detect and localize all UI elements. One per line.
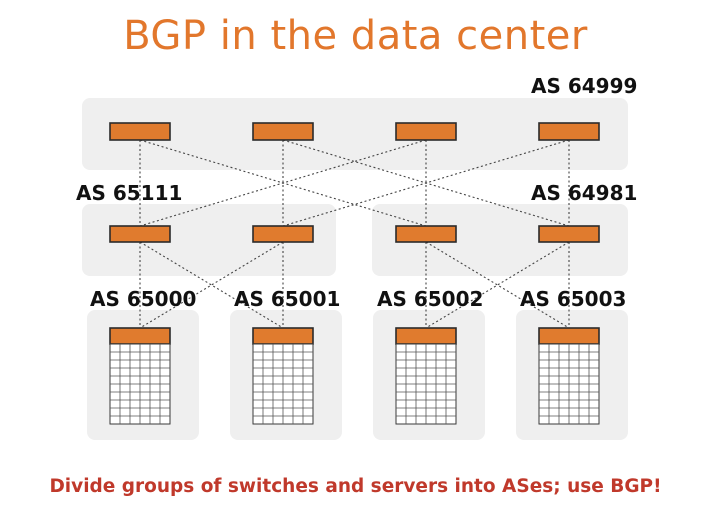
leaf-as-label-left: AS 65111 bbox=[76, 181, 182, 205]
leaf-switch-1 bbox=[109, 225, 171, 243]
spine-switch-4 bbox=[538, 122, 600, 141]
link-spine4-leaf2 bbox=[282, 139, 570, 227]
tor-switch-1 bbox=[109, 327, 171, 345]
server-rack-4 bbox=[538, 343, 600, 425]
leaf-as-group-right bbox=[372, 204, 628, 276]
server-rack-2 bbox=[252, 343, 314, 425]
links bbox=[139, 139, 570, 329]
link-leaf1-rack2 bbox=[139, 241, 284, 329]
link-leaf4-rack3 bbox=[425, 241, 570, 329]
spine-switch-3 bbox=[395, 122, 457, 141]
tor-switch-4 bbox=[538, 327, 600, 345]
server-rack-grid bbox=[253, 344, 313, 424]
spine-switch-1 bbox=[109, 122, 171, 141]
server-rack-grid bbox=[539, 344, 599, 424]
server-rack-3 bbox=[395, 343, 457, 425]
server-rack-1 bbox=[109, 343, 171, 425]
spine-switch-2 bbox=[252, 122, 314, 141]
rack-as-label-4: AS 65003 bbox=[520, 287, 626, 311]
slide-title: BGP in the data center bbox=[123, 13, 588, 59]
leaf-switch-2 bbox=[252, 225, 314, 243]
tor-switch-2 bbox=[252, 327, 314, 345]
link-spine3-leaf1 bbox=[139, 139, 427, 227]
server-racks bbox=[109, 343, 600, 425]
rack-as-label-2: AS 65001 bbox=[234, 287, 340, 311]
spine-as-group bbox=[82, 98, 628, 170]
footer-caption: Divide groups of switches and servers in… bbox=[49, 476, 662, 497]
leaf-switch-4 bbox=[538, 225, 600, 243]
switches bbox=[109, 122, 600, 345]
link-leaf3-rack4 bbox=[425, 241, 570, 329]
spine-as-label: AS 64999 bbox=[531, 74, 637, 98]
leaf-as-label-right: AS 64981 bbox=[531, 181, 637, 205]
leaf-switch-3 bbox=[395, 225, 457, 243]
link-leaf2-rack1 bbox=[139, 241, 284, 329]
tor-switch-3 bbox=[395, 327, 457, 345]
rack-as-label-1: AS 65000 bbox=[90, 287, 196, 311]
leaf-as-group-left bbox=[82, 204, 336, 276]
rack-as-label-3: AS 65002 bbox=[377, 287, 483, 311]
server-rack-grid bbox=[396, 344, 456, 424]
server-rack-grid bbox=[110, 344, 170, 424]
